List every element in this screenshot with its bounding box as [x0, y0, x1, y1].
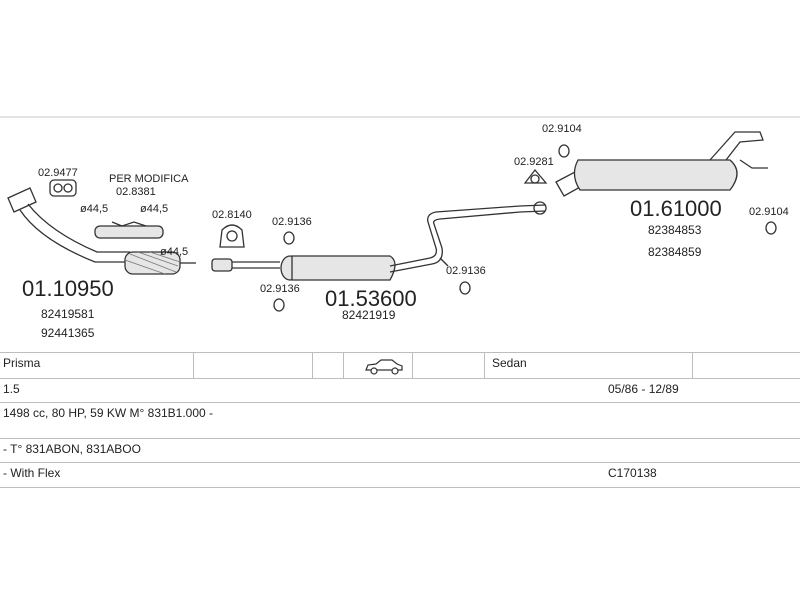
table-row-engine: 1.5 05/86 - 12/89 — [0, 378, 800, 403]
ring-029136-c — [459, 281, 471, 295]
ring-029104-b — [765, 221, 777, 235]
engine-size: 1.5 — [3, 382, 20, 396]
rear-silencer-part — [555, 131, 768, 197]
body-type: Sedan — [492, 356, 527, 370]
table-row-note: - With Flex C170138 — [0, 462, 800, 488]
main-part-front: 01.10950 — [22, 276, 114, 301]
oem-front-1: 82419581 — [41, 307, 95, 321]
label-diameter-b: ø44,5 — [140, 203, 168, 215]
main-part-rear: 01.61000 — [630, 196, 722, 221]
clamp-028140 — [219, 224, 245, 248]
label-diameter-c: ø44,5 — [160, 246, 188, 258]
flange-ring — [533, 201, 547, 215]
label-029136-b: 02.9136 — [260, 283, 300, 295]
label-diameter-a: ø44,5 — [80, 203, 108, 215]
label-028140: 02.8140 — [212, 209, 252, 221]
table-row-model: Prisma Sedan — [0, 352, 800, 379]
label-029136-a: 02.9136 — [272, 216, 312, 228]
type-codes: - T° 831ABON, 831ABOO — [3, 442, 141, 456]
ring-029104-a — [558, 144, 570, 158]
table-row-spec: 1498 cc, 80 HP, 59 KW M° 831B1.000 - — [0, 402, 800, 439]
middle-silencer-part — [211, 204, 546, 281]
label-per-modifica: PER MODIFICA — [109, 173, 189, 185]
label-028381: 02.8381 — [116, 186, 156, 198]
production-years: 05/86 - 12/89 — [608, 382, 679, 396]
label-029104-a: 02.9104 — [542, 123, 582, 135]
oem-rear-2: 82384859 — [648, 245, 702, 259]
engine-spec: 1498 cc, 80 HP, 59 KW M° 831B1.000 - — [3, 406, 214, 420]
flex-note: - With Flex — [3, 466, 61, 480]
catalog-code: C170138 — [608, 466, 657, 480]
oem-front-2: 92441365 — [41, 326, 95, 340]
oem-rear-1: 82384853 — [648, 223, 702, 237]
gasket-029281 — [523, 168, 548, 184]
sedan-car-icon — [365, 359, 403, 375]
label-029136-c: 02.9136 — [446, 265, 486, 277]
main-part-middle: 01.53600 — [325, 286, 417, 311]
model-name: Prisma — [3, 356, 41, 370]
table-row-type: - T° 831ABON, 831ABOO — [0, 438, 800, 463]
oem-middle: 82421919 — [342, 308, 396, 322]
ring-029136-a — [283, 231, 295, 245]
ring-029136-b — [273, 298, 285, 312]
gasket-029477 — [49, 179, 77, 197]
adapter-pipe-028381 — [94, 221, 164, 239]
front-pipe-part — [7, 187, 196, 275]
label-029477: 02.9477 — [38, 167, 78, 179]
label-029104-b: 02.9104 — [749, 206, 789, 218]
label-029281: 02.9281 — [514, 156, 554, 168]
